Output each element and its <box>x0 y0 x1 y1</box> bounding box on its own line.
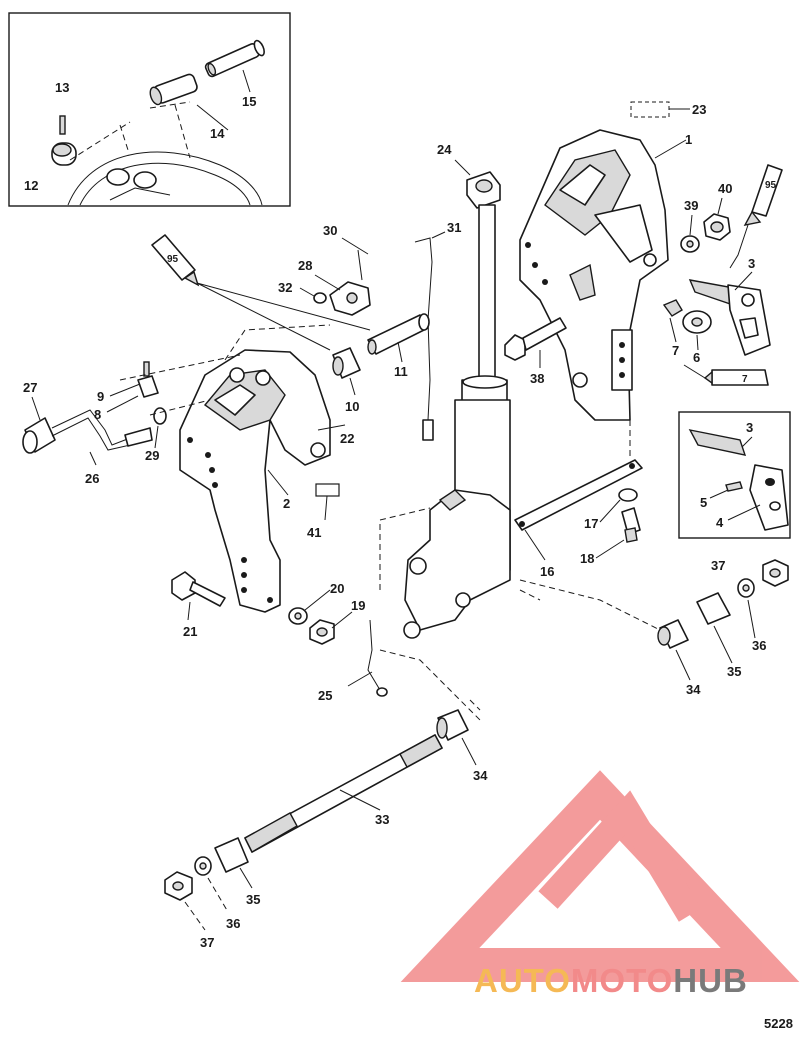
callout-12: 12 <box>24 178 38 193</box>
svg-text:7: 7 <box>742 374 748 385</box>
callout-37a: 37 <box>711 558 725 573</box>
callout-20: 20 <box>330 581 344 596</box>
callout-28: 28 <box>298 258 312 273</box>
callout-3b: 3 <box>746 420 753 435</box>
callout-8: 8 <box>94 407 101 422</box>
callout-1: 1 <box>685 132 692 147</box>
tilt-tube-33 <box>244 734 443 853</box>
callout-30: 30 <box>323 223 337 238</box>
latch-28 <box>329 281 371 316</box>
tilt-lock-handle <box>22 409 153 454</box>
grease-tube-7-right: 7 <box>703 369 769 386</box>
callout-15: 15 <box>242 94 256 109</box>
svg-text:95: 95 <box>765 180 777 191</box>
bolt-38 <box>504 317 567 361</box>
callout-38: 38 <box>530 371 544 386</box>
figure-number: 5228 <box>764 1016 793 1031</box>
callout-29: 29 <box>145 448 159 463</box>
watermark-logo <box>400 770 800 982</box>
callout-39: 39 <box>684 198 698 213</box>
callout-40: 40 <box>718 181 732 196</box>
callout-13: 13 <box>55 80 69 95</box>
callout-3a: 3 <box>748 256 755 271</box>
tilt-tube-assembly <box>403 171 511 639</box>
callout-22: 22 <box>340 431 354 446</box>
callout-34a: 34 <box>686 682 701 697</box>
cable-31 <box>414 237 434 441</box>
callout-37b: 37 <box>200 935 214 950</box>
callout-34b: 34 <box>473 768 488 783</box>
callout-14: 14 <box>210 126 225 141</box>
callout-36a: 36 <box>752 638 766 653</box>
watermark-auto: AUTO <box>474 962 571 999</box>
callout-6: 6 <box>693 350 700 365</box>
bolt-21 <box>171 571 226 607</box>
callout-26: 26 <box>85 471 99 486</box>
trailer-lock-lever <box>688 279 771 356</box>
callout-7a: 7 <box>672 343 679 358</box>
callout-35a: 35 <box>727 664 741 679</box>
callout-11: 11 <box>394 364 408 379</box>
callout-10: 10 <box>345 399 359 414</box>
callout-19: 19 <box>351 598 365 613</box>
watermark-text: AUTOMOTOHUB <box>474 962 748 1000</box>
right-clamp-bracket <box>519 129 669 421</box>
inset-detail-top-left: 13 12 14 15 <box>8 12 291 207</box>
callout-24: 24 <box>437 142 452 157</box>
inset-detail-right: 3 5 4 <box>678 411 791 539</box>
callout-23: 23 <box>692 102 706 117</box>
callout-32: 32 <box>278 280 292 295</box>
callout-2: 2 <box>283 496 290 511</box>
callout-21: 21 <box>183 624 197 639</box>
left-clamp-bracket <box>179 349 331 613</box>
callout-4: 4 <box>716 515 724 530</box>
callout-35b: 35 <box>246 892 260 907</box>
callout-16: 16 <box>540 564 554 579</box>
watermark-hub: HUB <box>673 962 748 999</box>
callout-31: 31 <box>447 220 461 235</box>
callout-25: 25 <box>318 688 332 703</box>
callout-41: 41 <box>307 525 321 540</box>
callout-9: 9 <box>97 389 104 404</box>
svg-text:95: 95 <box>167 254 179 265</box>
callout-27: 27 <box>23 380 37 395</box>
tilt-tube-bar <box>514 459 643 531</box>
bolt-18 <box>621 507 641 543</box>
callout-5: 5 <box>700 495 707 510</box>
watermark-moto: MOTO <box>570 962 674 999</box>
callout-36b: 36 <box>226 916 240 931</box>
callout-17: 17 <box>584 516 598 531</box>
grease-tube-95-left: 95 <box>151 234 200 287</box>
pivot-pin-11 <box>367 313 430 355</box>
callout-18: 18 <box>580 551 594 566</box>
grease-tube-95-right: 95 <box>743 164 783 226</box>
callout-33: 33 <box>375 812 389 827</box>
